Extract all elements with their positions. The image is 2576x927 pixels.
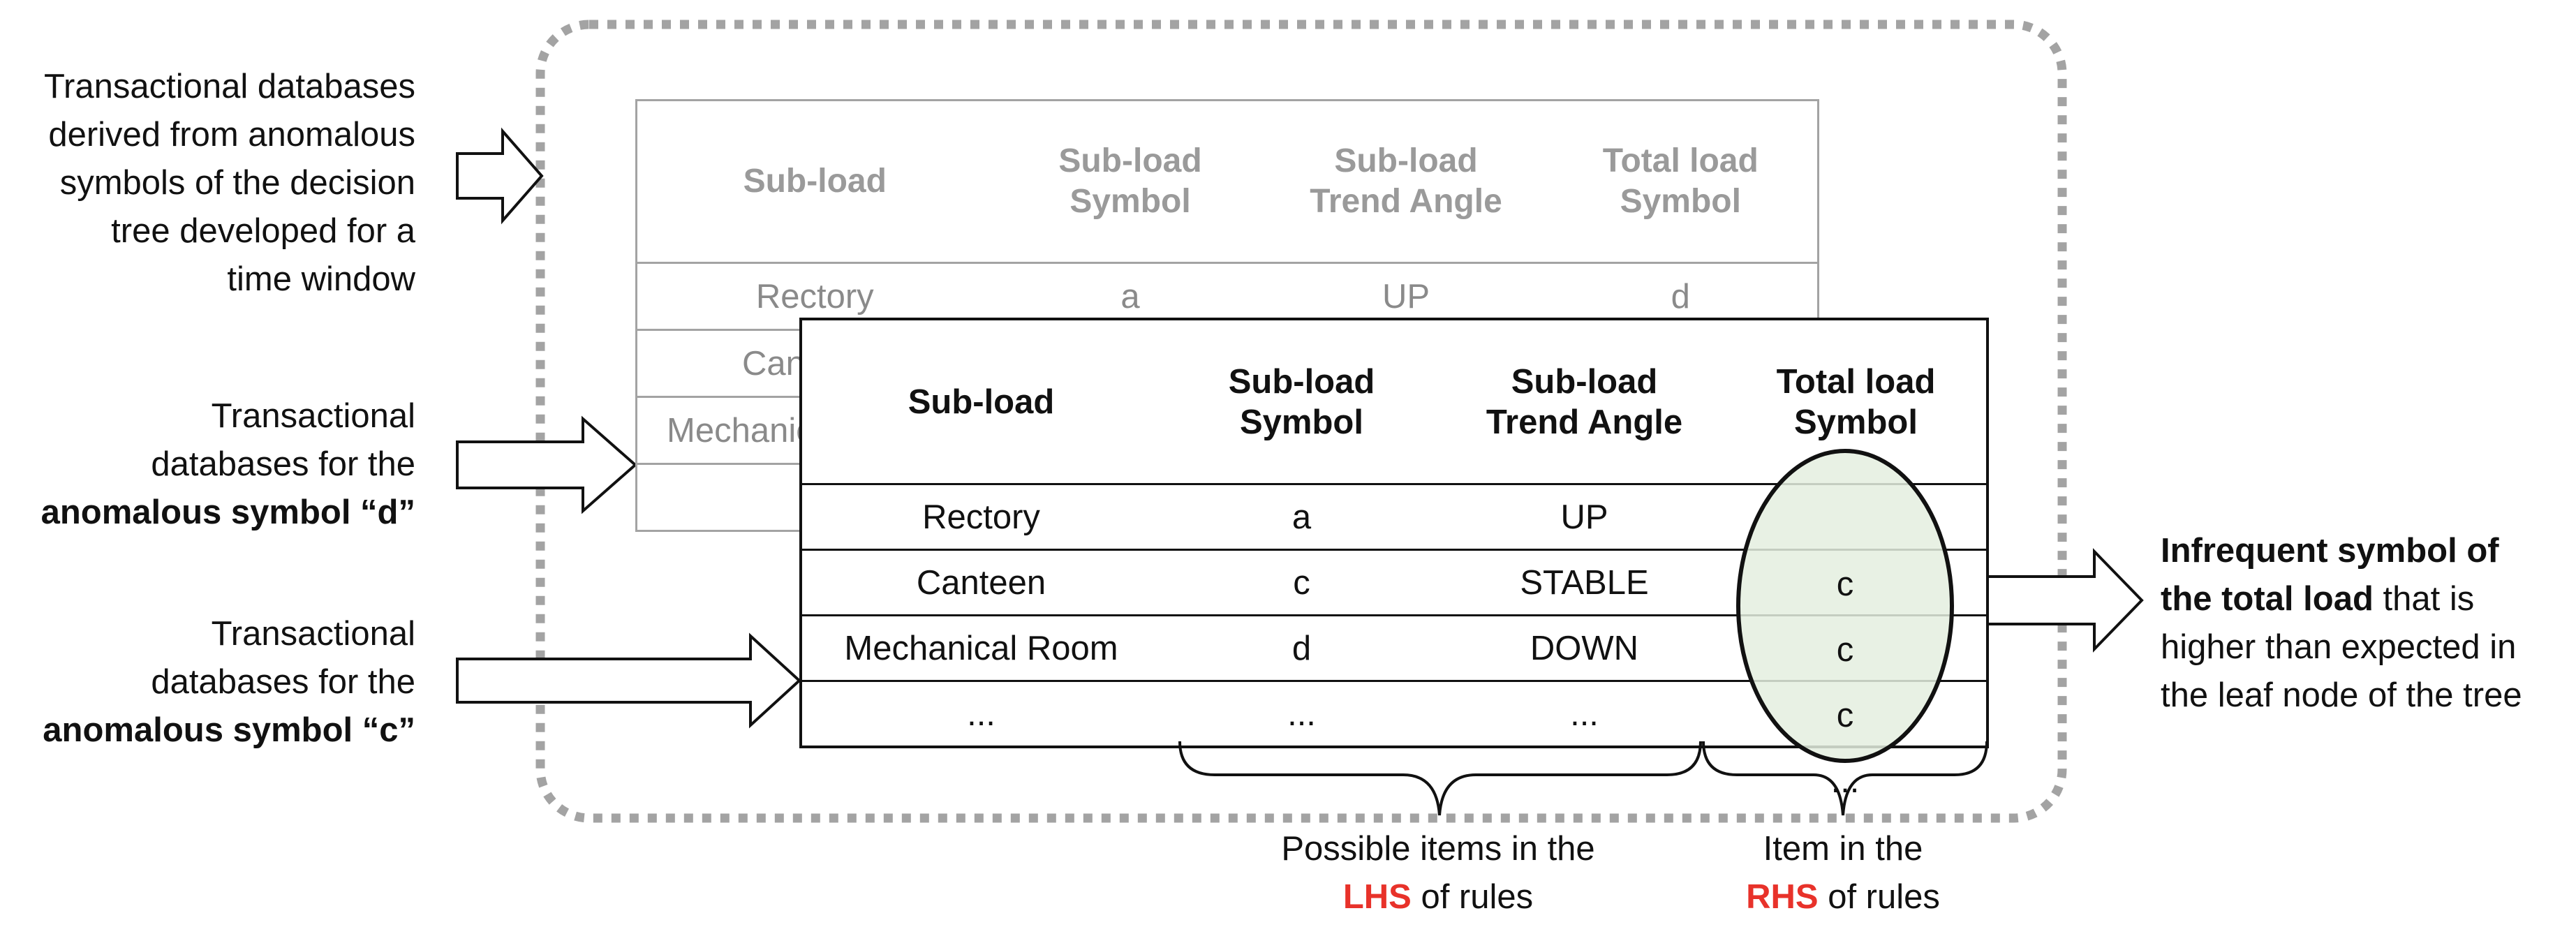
note1-line: derived from anomalous xyxy=(48,116,415,154)
header-sub-load: Sub-load xyxy=(908,383,1055,421)
cell-trend: STABLE xyxy=(1443,549,1726,616)
cell-symbol: ... xyxy=(1160,680,1443,747)
note-infrequent-symbol: Infrequent symbol of the total load that… xyxy=(2161,527,2522,720)
total-value: c xyxy=(1836,697,1854,734)
lhs-label-line1: Possible items in the xyxy=(1281,830,1595,868)
note1-line: time window xyxy=(227,260,415,298)
note-anomalous-c: Transactional databases for the anomalou… xyxy=(43,610,415,755)
rhs-label: Item in the RHS of rules xyxy=(1717,825,1969,921)
total-value: c xyxy=(1836,631,1854,669)
arrow-note2 xyxy=(456,415,638,514)
cell-sub-load: ... xyxy=(801,680,1160,747)
right-note-line: higher than expected in xyxy=(2161,628,2517,666)
right-note-line: the leaf node of the tree xyxy=(2161,676,2522,714)
note3-bold-line: anomalous symbol “c” xyxy=(43,711,415,749)
total-column-values: c c c ... xyxy=(1793,551,1897,814)
right-note-line: the total load that is xyxy=(2161,580,2475,618)
rhs-highlight: RHS xyxy=(1746,878,1819,916)
lhs-label: Possible items in the LHS of rules xyxy=(1229,825,1648,921)
dotted-frame xyxy=(535,20,2067,823)
cell-symbol: a xyxy=(1160,483,1443,550)
cell-trend: DOWN xyxy=(1443,614,1726,681)
cell-trend: ... xyxy=(1443,680,1726,747)
right-note-bold-line: Infrequent symbol of xyxy=(2161,532,2499,570)
cell-sub-load: Mechanical Room xyxy=(801,614,1160,681)
note3-line: Transactional xyxy=(211,615,415,653)
arrow-note3 xyxy=(456,632,801,729)
note2-line: Transactional xyxy=(211,397,415,435)
rhs-label-line2: RHS of rules xyxy=(1746,878,1940,916)
note2-bold-line: anomalous symbol “d” xyxy=(40,494,415,531)
cell-total: c xyxy=(1726,483,1987,550)
table-row: Rectory a UP c xyxy=(801,483,1987,550)
header-sub-load: Sub-load xyxy=(743,163,887,200)
note-anomalous-d: Transactional databases for the anomalou… xyxy=(41,392,415,537)
total-value: ... xyxy=(1830,762,1860,800)
note1-line: symbols of the decision xyxy=(59,164,415,202)
total-value: c xyxy=(1836,565,1854,603)
rhs-label-line1: Item in the xyxy=(1763,830,1923,868)
lhs-highlight: LHS xyxy=(1342,878,1412,916)
cell-sub-load: Rectory xyxy=(636,262,993,330)
arrow-note1 xyxy=(456,127,544,225)
cell-sub-load: Canteen xyxy=(801,549,1160,616)
note1-line: tree developed for a xyxy=(111,212,415,250)
cell-sub-load: Rectory xyxy=(801,483,1160,550)
note2-line: databases for the xyxy=(151,445,415,483)
cell-trend: UP xyxy=(1443,483,1726,550)
note1-line: Transactional databases xyxy=(43,68,415,105)
cell-symbol: c xyxy=(1160,549,1443,616)
lhs-label-line2: LHS of rules xyxy=(1342,878,1534,916)
cell-symbol: d xyxy=(1160,614,1443,681)
note3-line: databases for the xyxy=(151,663,415,701)
note-derived-databases: Transactional databases derived from ano… xyxy=(44,63,415,304)
